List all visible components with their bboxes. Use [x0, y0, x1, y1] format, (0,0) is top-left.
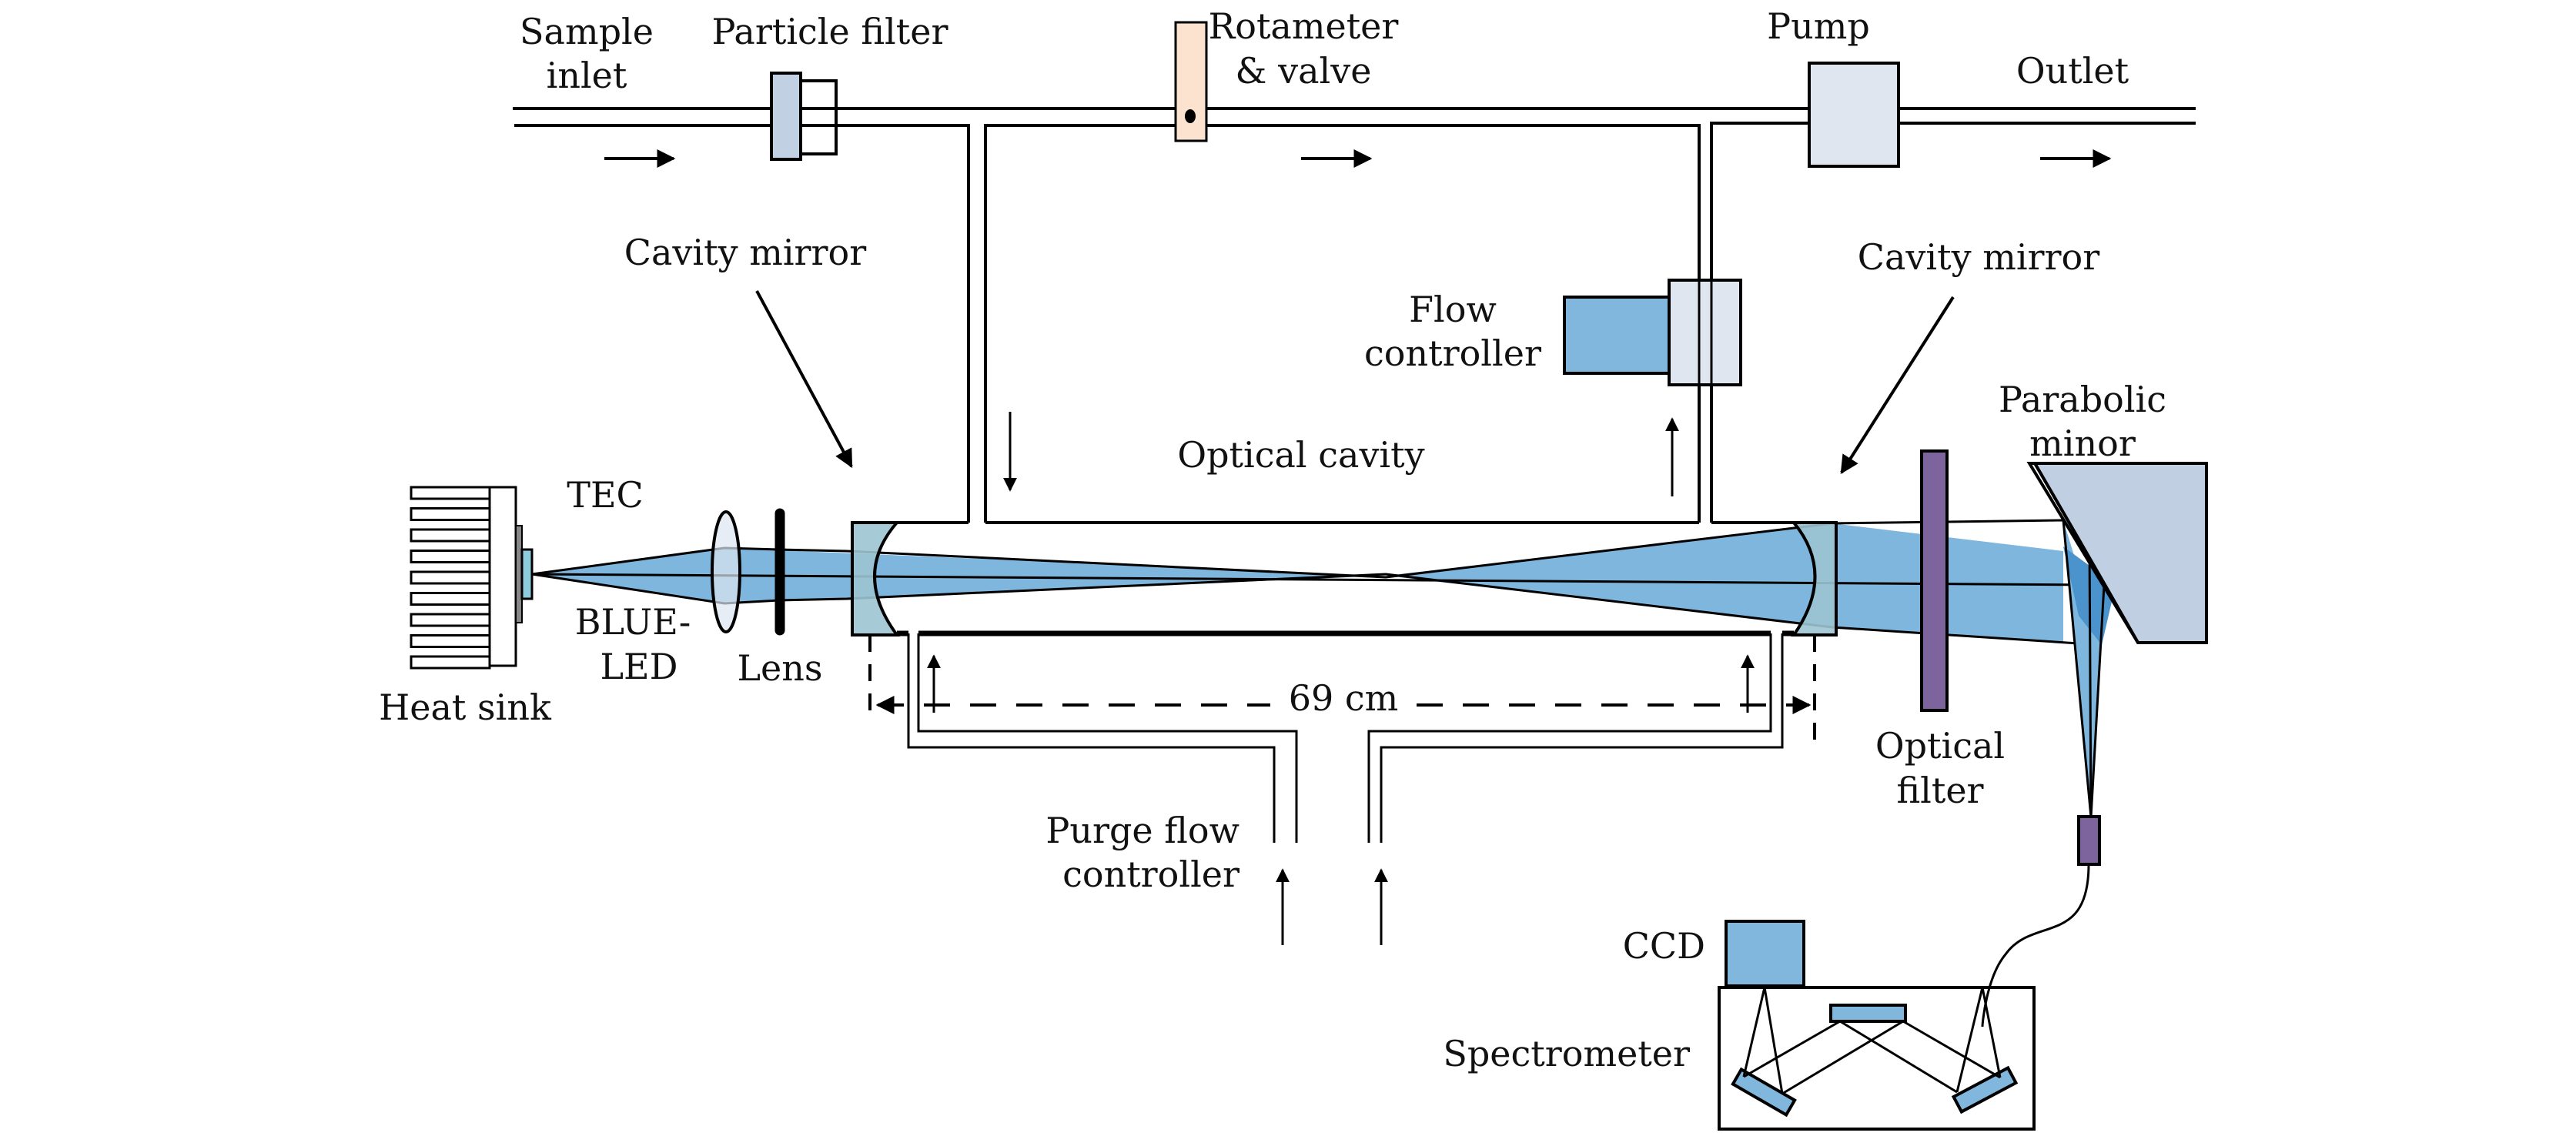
label-lens: Lens	[737, 647, 822, 689]
cavity-mirror-right	[1790, 521, 1838, 636]
cavity-mirror-right-pointer	[1840, 296, 1955, 475]
ccd	[1725, 920, 1805, 987]
heat-sink-fin	[410, 592, 491, 606]
heat-sink-fin	[410, 634, 491, 648]
cavity-mirror-left-pointer	[755, 290, 853, 469]
spectrometer-box	[1718, 986, 2036, 1131]
heat-sink-fin	[410, 655, 491, 670]
heat-sink	[410, 486, 517, 670]
grating	[1829, 1004, 1907, 1023]
optical-filter	[1920, 449, 1949, 712]
particle-filter	[770, 72, 838, 161]
label-flow-controller: Flow	[1409, 289, 1497, 330]
label-optical-filter-2: filter	[1896, 770, 1983, 811]
collimating-mirror	[1731, 1067, 1797, 1118]
label-tec: TEC	[567, 474, 643, 516]
purge-tube	[897, 630, 1794, 843]
heat-sink-fin	[410, 613, 491, 627]
label-blue-led-2: LED	[600, 646, 677, 687]
spectrometer-optics	[1731, 987, 2019, 1118]
rotameter-valve	[1174, 21, 1208, 142]
label-particle-filter: Particle filter	[712, 11, 948, 52]
label-flow-controller-2: controller	[1364, 332, 1541, 374]
flow-controller	[1563, 279, 1742, 386]
parabolic-mirror	[2026, 462, 2208, 644]
label-optical-cavity: Optical cavity	[1177, 434, 1424, 476]
light-beam	[531, 519, 2116, 818]
heat-sink-fin	[410, 528, 491, 543]
label-blue-led: BLUE-	[575, 601, 691, 643]
label-spectrometer: Spectrometer	[1443, 1033, 1690, 1074]
pump	[1808, 62, 1900, 168]
label-parabolic: Parabolic	[1999, 379, 2166, 420]
optical-fiber	[1981, 864, 2090, 1027]
cavity-mirror-left	[851, 521, 901, 636]
heat-sink-fin	[410, 570, 491, 585]
label-cavity-mirror-left: Cavity mirror	[624, 232, 866, 273]
label-purge-flow-2: controller	[1062, 854, 1239, 895]
label-parabolic-2: minor	[2029, 423, 2136, 464]
heat-sink-fin	[410, 507, 491, 521]
fiber-coupler	[2077, 815, 2101, 866]
label-pump: Pump	[1767, 5, 1870, 47]
label-sample-inlet: Sample	[520, 11, 654, 52]
focusing-mirror	[1951, 1065, 2019, 1114]
heat-sink-fin	[410, 486, 491, 500]
label-ccd: CCD	[1623, 925, 1705, 967]
lens	[711, 510, 741, 633]
label-cavity-mirror-right: Cavity mirror	[1858, 236, 2099, 278]
label-distance: 69 cm	[1289, 677, 1399, 719]
label-rotameter: Rotameter	[1209, 5, 1399, 47]
label-outlet: Outlet	[2016, 50, 2129, 92]
blue-led	[520, 548, 534, 600]
distance-dimension	[868, 635, 1816, 740]
label-purge-flow: Purge flow	[1045, 810, 1239, 851]
label-optical-filter: Optical	[1875, 725, 2005, 767]
label-sample-inlet-2: inlet	[547, 55, 627, 96]
heat-sink-fin	[410, 550, 491, 563]
label-heat-sink: Heat sink	[379, 687, 552, 728]
label-rotameter-2: & valve	[1236, 50, 1372, 92]
